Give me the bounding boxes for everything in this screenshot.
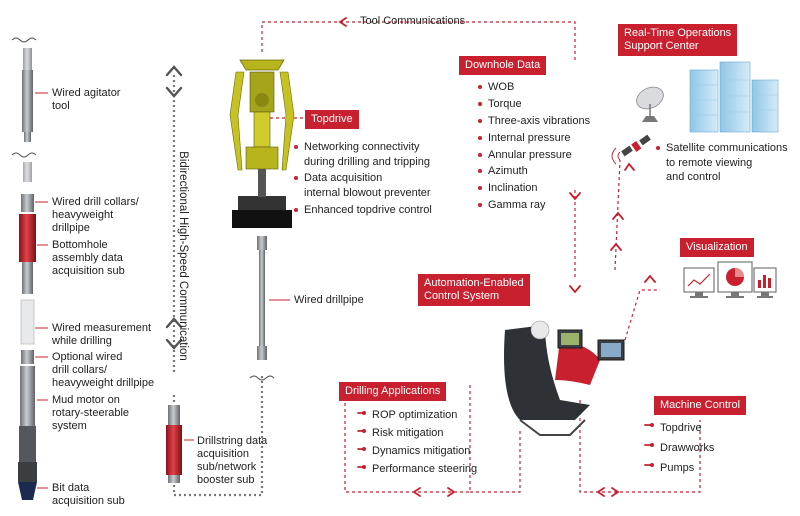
bha-drillstring bbox=[11, 37, 37, 500]
bha-label-mud-motor: Mud motor on rotary-steerable system bbox=[52, 394, 130, 432]
arrow-downhole-1 bbox=[569, 192, 581, 201]
bidir-arrow-bottom-up bbox=[165, 317, 183, 329]
arrow-downhole-2 bbox=[569, 285, 581, 294]
drilling-apps-title: Drilling Applications bbox=[339, 382, 447, 401]
topdrive-item-text: Enhanced topdrive control bbox=[304, 203, 432, 216]
bha-label-mwd: Wired measurement while drilling bbox=[52, 322, 152, 347]
downhole-item: Internal pressure bbox=[478, 131, 590, 146]
topdrive-title: Topdrive bbox=[305, 110, 359, 129]
drilling-apps-item: Performance steering bbox=[362, 460, 477, 478]
bha-label-optional-collars: Optional wired drill collars/ heavyweigh… bbox=[52, 351, 155, 389]
viz-line bbox=[624, 289, 660, 341]
downhole-item: Three-axis vibrations bbox=[478, 114, 590, 129]
bha-label-drill-collars: Wired drill collars/ heavyweight drillpi… bbox=[52, 196, 139, 234]
booster-sub-graphic bbox=[166, 405, 194, 483]
topdrive-item-text: Networking connectivity during drilling … bbox=[304, 141, 430, 168]
downhole-item: Torque bbox=[478, 97, 590, 112]
apps-to-chair-line bbox=[470, 430, 521, 493]
drilling-apps-list: ROP optimization Risk mitigation Dynamic… bbox=[362, 406, 477, 478]
drilling-apps-item: Risk mitigation bbox=[362, 424, 477, 442]
wired-drillpipe-label: Wired drillpipe bbox=[294, 294, 364, 306]
machine-control-item: Pumps bbox=[650, 458, 714, 478]
wired-drillpipe-graphic bbox=[249, 236, 290, 381]
arrow-viz bbox=[644, 274, 656, 283]
bidirectional-arrows bbox=[165, 65, 183, 350]
machine-line bbox=[579, 400, 701, 493]
bha-label-bit-sub: Bit data acquisition sub bbox=[52, 482, 125, 507]
bha-label-bha-sub: Bottomhole assembly data acquisition sub bbox=[52, 239, 125, 277]
topdrive-item: Data acquisition internal blowout preven… bbox=[294, 171, 432, 200]
rtosc-note: Satellite communications to remote viewi… bbox=[666, 142, 788, 183]
bidir-arrow-top-up bbox=[165, 65, 183, 77]
bha-label-agitator: Wired agitator tool bbox=[52, 87, 121, 112]
downhole-item: Azimuth bbox=[478, 164, 590, 179]
topdrive-item: Enhanced topdrive control bbox=[294, 203, 432, 218]
tool-comm-line bbox=[261, 21, 576, 60]
operations-center-graphic bbox=[636, 61, 779, 133]
topdrive-item: Networking connectivity during drilling … bbox=[294, 140, 432, 169]
satellite-icon bbox=[611, 134, 651, 165]
downhole-data-title: Downhole Data bbox=[459, 56, 547, 75]
arrow-tool-comm bbox=[338, 17, 347, 27]
topdrive-item-text: Data acquisition internal blowout preven… bbox=[304, 172, 431, 199]
arrow-sat-3 bbox=[624, 162, 635, 171]
break-mark-mid bbox=[11, 152, 37, 158]
topdrive-list: Networking connectivity during drilling … bbox=[294, 140, 432, 220]
bidirectional-label: Bidirectional High-Speed Communication bbox=[177, 151, 189, 361]
visualization-monitors bbox=[683, 261, 777, 298]
rtosc-list: Satellite communications to remote viewi… bbox=[656, 141, 788, 185]
machine-control-item: Drawworks bbox=[650, 438, 714, 458]
booster-sub-label: Drillstring data acquisition sub/network… bbox=[197, 435, 268, 486]
machine-control-item: Topdrive bbox=[650, 418, 714, 438]
bidir-arrow-bottom-down bbox=[165, 338, 183, 350]
automation-title: Automation-Enabled Control System bbox=[418, 274, 530, 306]
tool-communications-label: Tool Communications bbox=[360, 15, 466, 27]
communication-lines bbox=[261, 21, 701, 493]
downhole-item: Gamma ray bbox=[478, 198, 590, 213]
arrow-apps-left bbox=[412, 487, 421, 497]
arrow-sat-2 bbox=[610, 242, 622, 251]
arrow-sat-1 bbox=[612, 211, 624, 220]
rtosc-title: Real-Time Operations Support Center bbox=[618, 24, 738, 56]
arrow-mc-right bbox=[611, 487, 620, 497]
driller-chair-graphic bbox=[504, 320, 625, 436]
downhole-data-list: WOB Torque Three-axis vibrations Interna… bbox=[478, 80, 590, 215]
machine-control-title: Machine Control bbox=[654, 396, 747, 415]
downhole-item: WOB bbox=[478, 80, 590, 95]
break-mark-top bbox=[11, 37, 37, 43]
arrow-apps-right bbox=[447, 487, 456, 497]
drilling-apps-box-line bbox=[344, 385, 471, 493]
downhole-item: Annular pressure bbox=[478, 148, 590, 163]
arrow-mc-left bbox=[596, 487, 605, 497]
drilling-apps-item: ROP optimization bbox=[362, 406, 477, 424]
machine-control-list: Topdrive Drawworks Pumps bbox=[650, 418, 714, 478]
drilling-apps-item: Dynamics mitigation bbox=[362, 442, 477, 460]
topdrive-graphic bbox=[229, 59, 295, 228]
bidir-arrow-top-down bbox=[165, 86, 183, 98]
downhole-item: Inclination bbox=[478, 181, 590, 196]
visualization-title: Visualization bbox=[680, 238, 754, 257]
bha-leader-lines bbox=[35, 92, 48, 489]
rtosc-item: Satellite communications to remote viewi… bbox=[656, 141, 788, 185]
